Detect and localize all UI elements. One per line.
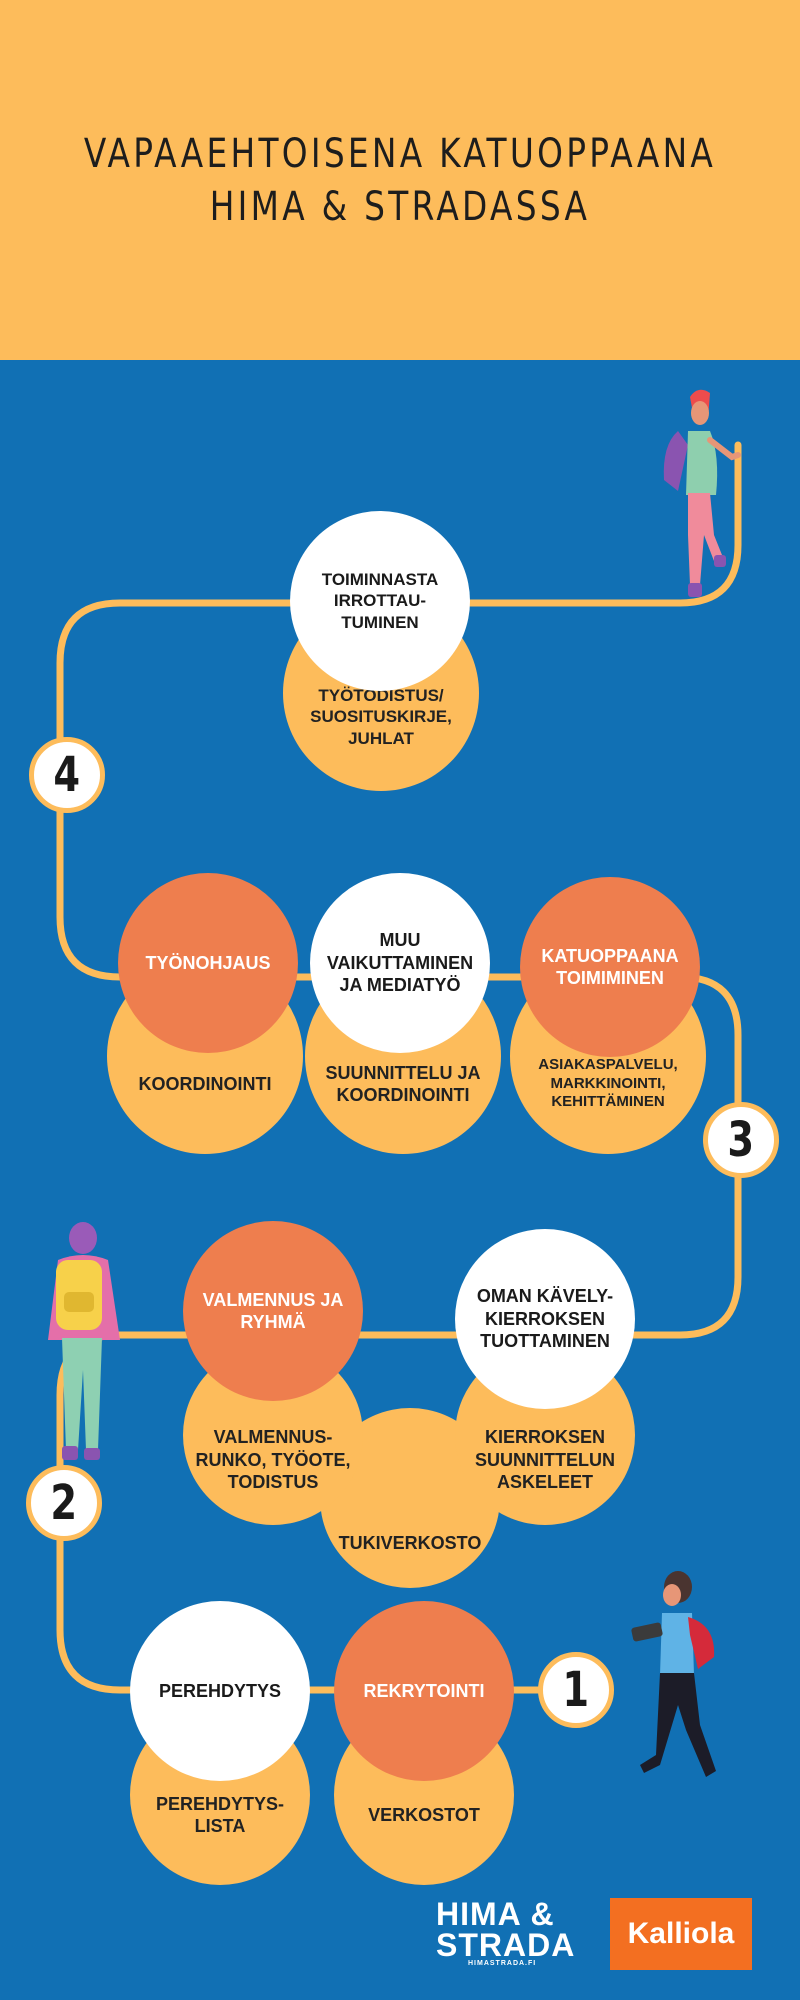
stage3-a-top-circle: TYÖNOHJAUS bbox=[118, 873, 298, 1053]
stage2-a-bottom-label: VALMENNUS-RUNKO, TYÖOTE, TODISTUS bbox=[195, 1427, 351, 1493]
kalliola-logo-text: Kalliola bbox=[627, 1917, 735, 1950]
step-1-badge: 1 bbox=[538, 1652, 614, 1728]
step-4-number: 4 bbox=[53, 747, 81, 803]
walker-yellow-backpack-illustration bbox=[48, 1222, 120, 1460]
stage2-b-top-circle: OMAN KÄVELY-KIERROKSEN TUOTTAMINEN bbox=[455, 1229, 635, 1409]
stage1-b-bottom-label: VERKOSTOT bbox=[368, 1804, 480, 1825]
stage2-b-bottom-label: KIERROKSEN SUUNNITTELUN ASKELEET bbox=[475, 1427, 615, 1493]
stage3-a-bottom-label: KOORDINOINTI bbox=[138, 1073, 272, 1094]
walker-purple-backpack-illustration bbox=[663, 389, 741, 597]
hima-logo-url: HIMASTRADA.FI bbox=[468, 1960, 537, 1967]
stage2-b-top-label: OMAN KÄVELY-KIERROKSEN TUOTTAMINEN bbox=[476, 1286, 614, 1352]
stage3-c-top-label: KATUOPPAANA TOIMIMINEN bbox=[541, 945, 679, 989]
stage3-c-top-circle: KATUOPPAANA TOIMIMINEN bbox=[520, 877, 700, 1057]
stage1-a-top-circle: PEREHDYTYS bbox=[130, 1601, 310, 1781]
stage4-top-label: TOIMINNASTA IRROTTAU-TUMINEN bbox=[321, 570, 439, 632]
title-line-2: HIMA & STRADASSA bbox=[209, 184, 591, 230]
stage3-b-top-label: MUU VAIKUTTAMINEN JA MEDIATYÖ bbox=[326, 930, 474, 996]
step-2-number: 2 bbox=[50, 1475, 78, 1531]
step-3-badge: 3 bbox=[703, 1102, 779, 1178]
walker-red-backpack-illustration bbox=[631, 1571, 716, 1777]
stage3-c-bottom-label: ASIAKASPALVELU, MARKKINOINTI, KEHITTÄMIN… bbox=[538, 1055, 678, 1111]
stage4-bottom-label: TYÖTODISTUS/ SUOSITUSKIRJE, JUHLAT bbox=[310, 686, 452, 748]
stage1-a-top-label: PEREHDYTYS bbox=[158, 1680, 282, 1701]
step-2-badge: 2 bbox=[26, 1465, 102, 1541]
stage2-mid-label: TUKIVERKOSTO bbox=[338, 1532, 482, 1553]
stage2-a-top-label: VALMENNUS JA RYHMÄ bbox=[202, 1289, 344, 1333]
header-banner bbox=[0, 0, 800, 360]
step-4-badge: 4 bbox=[29, 737, 105, 813]
stage3-b-bottom-label: SUUNNITTELU JA KOORDINOINTI bbox=[325, 1062, 481, 1106]
step-1-number: 1 bbox=[562, 1662, 590, 1718]
title-line-1: VAPAAEHTOISENA KATUOPPAANA bbox=[83, 131, 717, 177]
stage3-b-top-circle: MUU VAIKUTTAMINEN JA MEDIATYÖ bbox=[310, 873, 490, 1053]
stage4-top-circle: TOIMINNASTA IRROTTAU-TUMINEN bbox=[290, 511, 470, 691]
kalliola-logo: Kalliola bbox=[610, 1898, 752, 1970]
step-3-number: 3 bbox=[727, 1112, 755, 1168]
stage3-a-top-label: TYÖNOHJAUS bbox=[145, 952, 271, 973]
stage1-b-top-label: REKRYTOINTI bbox=[363, 1680, 485, 1701]
stage1-a-bottom-label: PEREHDYTYS-LISTA bbox=[155, 1793, 285, 1837]
hima-logo-line-2: STRADA bbox=[436, 1927, 576, 1963]
stage1-b-top-circle: REKRYTOINTI bbox=[334, 1601, 514, 1781]
hima-logo-line-1: HIMA & bbox=[436, 1896, 555, 1932]
stage2-a-top-circle: VALMENNUS JA RYHMÄ bbox=[183, 1221, 363, 1401]
hima-strada-logo: HIMA & STRADA HIMASTRADA.FI bbox=[436, 1898, 576, 1970]
page-title: VAPAAEHTOISENA KATUOPPAANA HIMA & STRADA… bbox=[72, 128, 728, 234]
